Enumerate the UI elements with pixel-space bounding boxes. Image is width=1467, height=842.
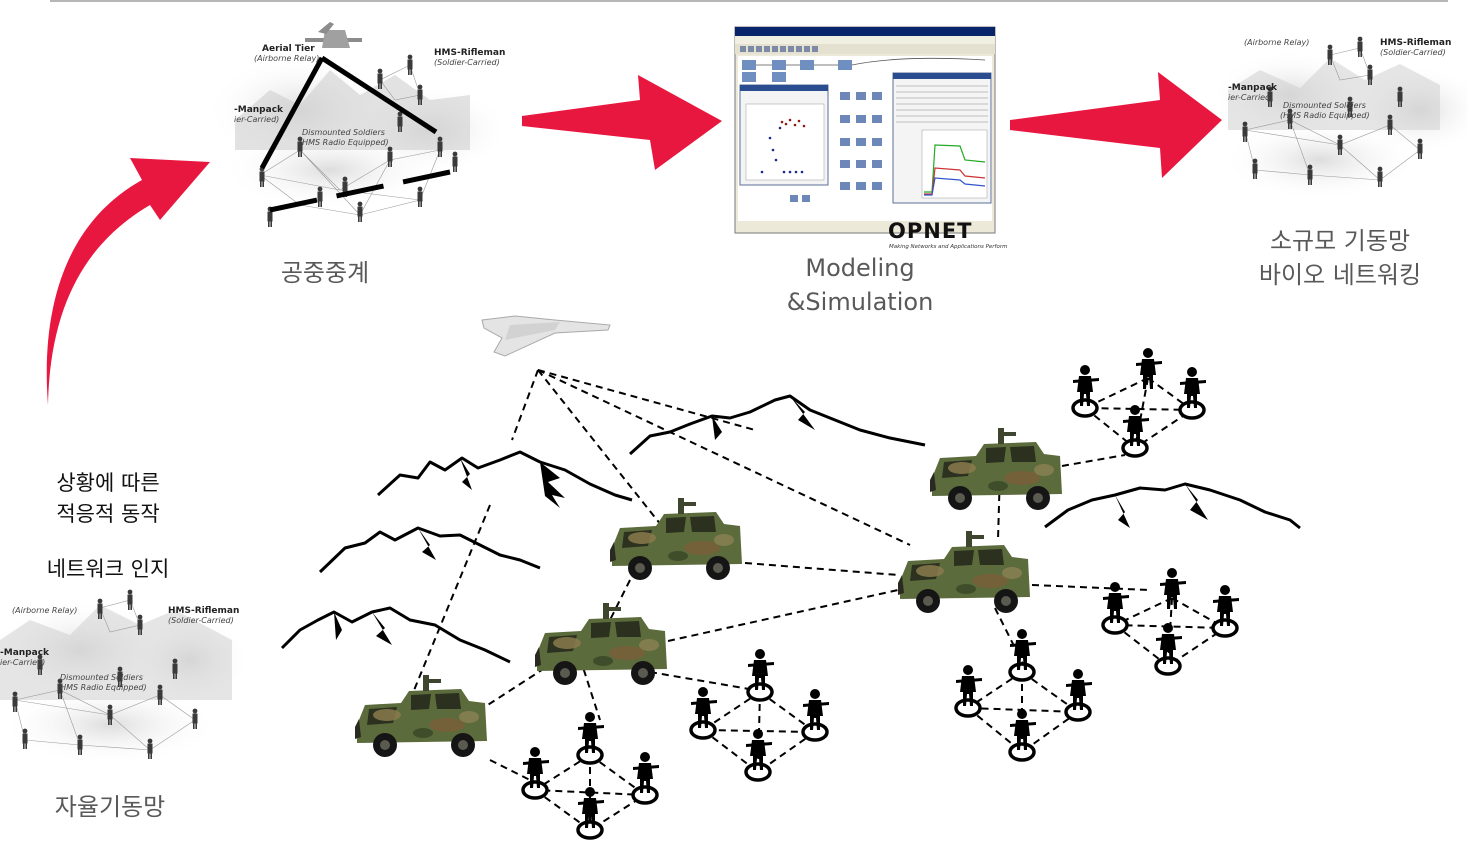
manpack-label-right: -Manpack	[1228, 83, 1278, 93]
autonomous-network-label: 자율기동망	[54, 793, 166, 821]
dismounted-label-left: Dismounted Soldiers	[60, 673, 143, 682]
armored-vehicle	[535, 603, 667, 685]
hms-rifleman-label-left: HMS-Rifleman	[168, 606, 239, 616]
soldier-icon	[746, 649, 774, 702]
airborne-relay-label-right: (Airborne Relay)	[1244, 38, 1309, 47]
uav-drone-icon	[481, 315, 611, 357]
armored-vehicle	[610, 498, 742, 580]
opnet-tagline: Making Networks and Applications Perform	[889, 244, 1007, 250]
bio-networking-label: 바이오 네트워킹	[1258, 261, 1422, 289]
airborne-relay-label: (Airborne Relay)	[254, 54, 319, 63]
manpack-sub-label-right: ier-Carried)	[1228, 93, 1273, 102]
mountain-shading	[334, 396, 1208, 645]
simulation-label: &Simulation	[786, 288, 934, 316]
soldier-icon	[1008, 629, 1036, 682]
soldier-carried-label-left: (Soldier-Carried)	[168, 616, 234, 625]
aerial-relay-label: 공중중계	[280, 259, 370, 287]
network-links	[409, 369, 1229, 832]
soldier-icon	[1121, 405, 1149, 458]
hms-equipped-label: (HMS Radio Equipped)	[299, 138, 389, 147]
manpack-sub-label-left: ier-Carried)	[0, 658, 45, 667]
situation-caption: 상황에 따른	[56, 471, 160, 495]
soldier-icon	[631, 752, 659, 805]
autonomous-network-image: (Airborne Relay) HMS-Rifleman (Soldier-C…	[0, 589, 250, 765]
small-mobile-network-label: 소규모 기동망	[1269, 227, 1411, 255]
soldier-icon	[576, 787, 604, 840]
aerial-tier-label: Aerial Tier	[262, 44, 315, 54]
manpack-label: -Manpack	[234, 105, 284, 115]
uav-icon	[305, 22, 362, 48]
soldier-icon	[744, 729, 772, 782]
manpack-label-left: -Manpack	[0, 648, 50, 658]
hms-equipped-label-right: (HMS Radio Equipped)	[1280, 111, 1370, 120]
soldier-icon	[1136, 348, 1162, 389]
opnet-screenshot: OPNET Making Networks and Applications P…	[734, 26, 1007, 250]
top-divider	[50, 0, 1448, 2]
soldier-carried-label: (Soldier-Carried)	[434, 58, 500, 67]
armored-vehicle	[930, 428, 1062, 510]
hms-rifleman-label: HMS-Rifleman	[434, 48, 505, 58]
adaptive-caption: 적응적 동작	[56, 502, 160, 526]
soldier-carried-label-right: (Soldier-Carried)	[1380, 48, 1446, 57]
small-mobile-network-image: (Airborne Relay) HMS-Rifleman (Soldier-C…	[1210, 36, 1467, 200]
dismounted-label-right: Dismounted Soldiers	[1283, 101, 1366, 110]
soldier-icon	[689, 687, 717, 740]
network-aware-caption: 네트워크 인지	[46, 557, 170, 581]
curved-arrow	[46, 158, 210, 405]
soldier-icon	[1071, 365, 1099, 418]
armored-vehicle	[355, 675, 487, 757]
soldier-icon	[521, 747, 549, 800]
modeling-label: Modeling	[805, 254, 915, 282]
hms-equipped-label-left: (HMS Radio Equipped)	[57, 683, 147, 692]
opnet-logo: OPNET	[888, 219, 973, 243]
soldier-icon	[1101, 582, 1129, 635]
manpack-sub-label: ier-Carried)	[234, 115, 279, 124]
aerial-relay-scenario-image: Aerial Tier (Airborne Relay) HMS-Riflema…	[205, 22, 510, 227]
soldier-icon	[1211, 585, 1239, 638]
airborne-relay-label-left: (Airborne Relay)	[12, 606, 77, 615]
soldier-icon	[1008, 709, 1036, 762]
dismounted-label: Dismounted Soldiers	[302, 128, 385, 137]
mountain-range	[280, 394, 1301, 664]
hms-rifleman-label-right: HMS-Rifleman	[1380, 38, 1451, 48]
armored-vehicle	[898, 531, 1030, 613]
soldier-icon	[1178, 367, 1206, 420]
right-arrow-1	[522, 75, 722, 170]
soldier-icon	[1064, 669, 1092, 722]
soldier-icon	[954, 665, 982, 718]
soldier-icon	[1154, 623, 1182, 676]
soldier-icon	[801, 689, 829, 742]
soldier-icon	[1160, 568, 1186, 609]
right-arrow-2	[1010, 72, 1222, 178]
